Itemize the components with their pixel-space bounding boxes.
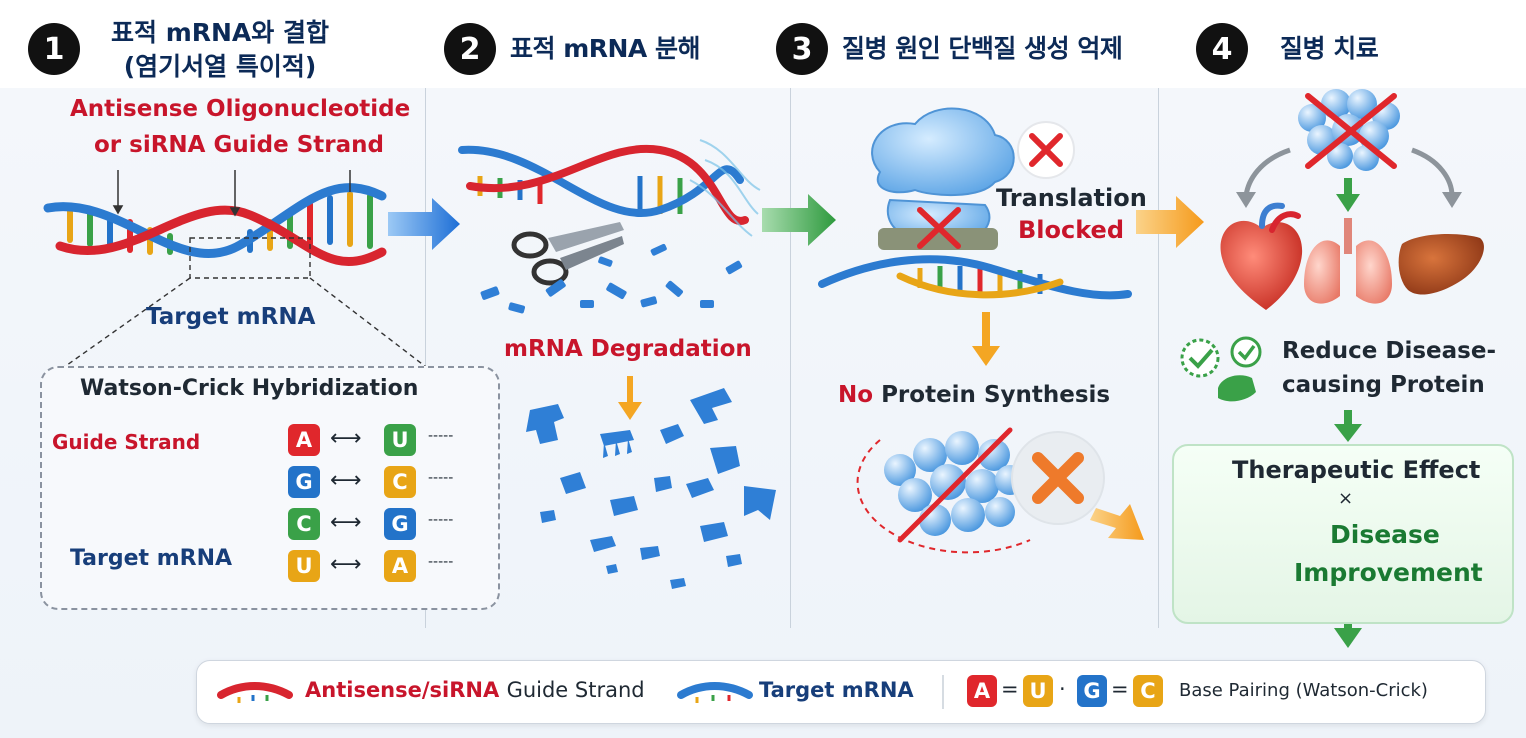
base-chip: G: [288, 466, 320, 498]
improvement-line2: Improvement: [1294, 558, 1483, 587]
base-chip: A: [288, 424, 320, 456]
heart-icon: [1220, 202, 1303, 310]
base-chip: C: [384, 466, 416, 498]
pair-arrow: ⟷: [330, 426, 362, 451]
step-number: 4: [1196, 23, 1248, 75]
legend-chip-a: A: [967, 675, 997, 707]
distribution-arrows: [1243, 147, 1455, 197]
legend-dot: ·: [1059, 677, 1066, 701]
down-arrow: [972, 312, 1000, 366]
times-symbol: ×: [1338, 488, 1354, 509]
legend-guide: Antisense/siRNA Guide Strand: [305, 678, 645, 702]
rna-fragments: [480, 243, 743, 314]
synthesis-words: Protein Synthesis: [881, 382, 1111, 408]
pair-arrow: ⟷: [330, 468, 362, 493]
rna-duplex-helix: [43, 183, 387, 267]
red-x-icon: [917, 207, 961, 249]
orange-flow-arrow: [1136, 196, 1204, 248]
step-title: 표적 mRNA 분해: [510, 34, 700, 63]
step-1-header: 1: [28, 14, 80, 84]
mrna-under-ribosome: [818, 255, 1132, 300]
base-chip: U: [288, 550, 320, 582]
protein-cluster-crossed: [1298, 89, 1400, 171]
protein-cluster: [856, 427, 1031, 554]
legend-base-pairing: Base Pairing (Watson-Crick): [1179, 680, 1428, 701]
wc-title: Watson-Crick Hybridization: [80, 376, 419, 401]
base-chip: C: [288, 508, 320, 540]
guide-strand-label-line2: or siRNA Guide Strand: [94, 132, 384, 158]
step-title: 질병 치료: [1280, 34, 1379, 63]
target-mrna-label: Target mRNA: [146, 304, 316, 330]
step-number: 3: [776, 23, 828, 75]
pair-trail: -----: [428, 512, 454, 528]
pointer-lines: [112, 170, 351, 217]
legend-eq: =: [1001, 677, 1019, 701]
red-x-icon: [1017, 121, 1075, 179]
no-protein-synthesis-label: No Protein Synthesis: [838, 382, 1110, 408]
degraded-fragments: [526, 388, 776, 589]
no-word: No: [838, 382, 874, 408]
pair-arrow: ⟷: [330, 510, 362, 535]
legend-target: Target mRNA: [759, 678, 914, 702]
scissors-icon: [511, 222, 624, 286]
liver-icon: [1398, 234, 1484, 295]
legend-chip-c: C: [1133, 675, 1163, 707]
base-chip: U: [384, 424, 416, 456]
base-chip: G: [384, 508, 416, 540]
pair-trail: -----: [428, 554, 454, 570]
step-3-header: 3 질병 원인 단백질 생성 억제: [776, 14, 1123, 84]
wc-target-label: Target mRNA: [70, 546, 233, 571]
legend-chip-g: G: [1077, 675, 1107, 707]
legend-guide-rest: Guide Strand: [506, 678, 645, 702]
panel-divider: [790, 88, 791, 628]
improvement-line1: Disease: [1330, 520, 1440, 549]
zoom-lines: [59, 237, 431, 371]
legend-eq: =: [1111, 677, 1129, 701]
panel-divider: [425, 88, 426, 628]
step-number: 1: [28, 23, 80, 75]
translation-label-line2: Blocked: [1018, 216, 1125, 244]
reduce-label-line2: causing Protein: [1282, 372, 1485, 398]
translation-label-line1: Translation: [996, 184, 1147, 212]
check-badge-icon: [1180, 336, 1262, 402]
lungs-icon: [1304, 218, 1392, 304]
base-chip: A: [384, 550, 416, 582]
pair-trail: -----: [428, 428, 454, 444]
down-arrow: [618, 376, 642, 420]
step-title: 질병 원인 단백질 생성 억제: [842, 34, 1123, 63]
step-1-title: 표적 mRNA와 결합 (염기서열 특이적): [104, 16, 336, 84]
step-4-header: 4 질병 치료: [1196, 14, 1379, 84]
legend-chip-u: U: [1023, 675, 1053, 707]
ribosome-icon: [871, 107, 1015, 250]
watson-crick-inset: [40, 366, 500, 610]
mrna-degradation-label: mRNA Degradation: [504, 336, 752, 362]
wc-guide-label: Guide Strand: [52, 430, 201, 454]
reduce-label-line1: Reduce Disease-: [1282, 338, 1497, 364]
legend-guide-red: Antisense/siRNA: [305, 678, 500, 702]
therapeutic-effect-title: Therapeutic Effect: [1232, 456, 1481, 484]
orange-diagonal-arrow: [1090, 504, 1144, 540]
panel-divider: [1158, 88, 1159, 628]
pair-trail: -----: [428, 470, 454, 486]
degrading-helix: [458, 139, 761, 237]
step-number: 2: [444, 23, 496, 75]
blue-flow-arrow: [388, 198, 460, 250]
orange-x-icon: [1011, 431, 1105, 525]
pair-arrow: ⟷: [330, 552, 362, 577]
step-title-line: 표적 mRNA와 결합: [111, 18, 329, 47]
step-2-header: 2 표적 mRNA 분해: [444, 14, 700, 84]
legend-swatches: [217, 675, 944, 709]
guide-strand-label-line1: Antisense Oligonucleotide: [70, 96, 411, 122]
step-title-line: (염기서열 특이적): [123, 52, 317, 81]
therapeutic-effect-panel: [1172, 444, 1514, 624]
green-flow-arrow: [762, 194, 836, 246]
legend: Antisense/siRNA Guide Strand Target mRNA…: [196, 660, 1486, 724]
